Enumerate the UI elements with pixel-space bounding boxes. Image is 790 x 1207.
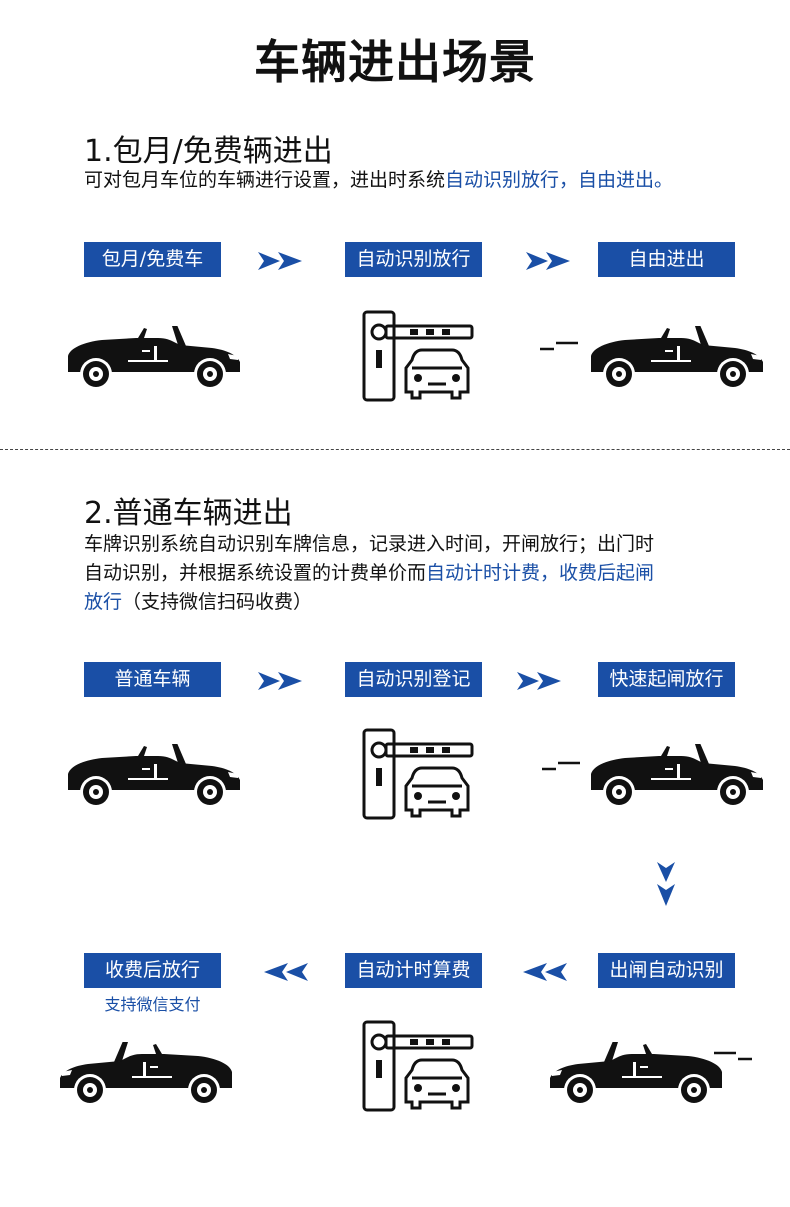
step-auto-recognize-register: 自动识别登记 xyxy=(345,662,482,697)
step-quick-gate-open: 快速起闸放行 xyxy=(598,662,735,697)
double-arrow-right-icon xyxy=(526,250,576,272)
convertible-car-icon xyxy=(62,326,242,390)
section2-desc-line3-highlight: 放行 xyxy=(84,591,123,613)
section2-desc-line2: 自动识别，并根据系统设置的计费单价而自动计时计费，收费后起闸 xyxy=(84,559,724,588)
page-title: 车辆进出场景 xyxy=(254,35,536,89)
step-release-after-payment: 收费后放行 xyxy=(84,953,221,988)
section2-title: 2.普通车辆进出 xyxy=(84,496,293,531)
section1-desc-text: 可对包月车位的车辆进行设置，进出时系统 xyxy=(84,169,446,191)
convertible-car-icon xyxy=(585,744,765,808)
section2-desc-line3-text: （支持微信扫码收费） xyxy=(122,591,313,613)
parking-barrier-gate-icon xyxy=(362,1020,474,1112)
double-arrow-down-icon xyxy=(655,862,677,908)
wechat-pay-note: 支持微信支付 xyxy=(104,995,201,1014)
step-auto-time-billing: 自动计时算费 xyxy=(345,953,482,988)
section-divider xyxy=(0,449,790,450)
convertible-car-icon xyxy=(548,1042,728,1106)
step-free-in-out: 自由进出 xyxy=(598,242,735,277)
motion-lines-icon xyxy=(540,341,578,351)
section1-desc-highlight: 自动识别放行，自由进出。 xyxy=(445,169,674,191)
section1-description: 可对包月车位的车辆进行设置，进出时系统自动识别放行，自由进出。 xyxy=(84,166,724,195)
motion-lines-icon xyxy=(714,1051,752,1061)
section2-desc-line2-highlight: 自动计时计费，收费后起闸 xyxy=(426,562,655,584)
step-regular-vehicle: 普通车辆 xyxy=(84,662,221,697)
parking-barrier-gate-icon xyxy=(362,310,474,402)
motion-lines-icon xyxy=(542,761,580,771)
section2-desc-line3: 放行（支持微信扫码收费） xyxy=(84,588,724,617)
section2-desc-line1: 车牌识别系统自动识别车牌信息，记录进入时间，开闸放行；出门时 xyxy=(84,533,655,555)
convertible-car-icon xyxy=(62,744,242,808)
convertible-car-icon xyxy=(58,1042,238,1106)
step-exit-auto-recognize: 出闸自动识别 xyxy=(598,953,735,988)
step-auto-recognize-release: 自动识别放行 xyxy=(345,242,482,277)
section2-description: 车牌识别系统自动识别车牌信息，记录进入时间，开闸放行；出门时 自动识别，并根据系… xyxy=(84,530,724,617)
double-arrow-left-icon xyxy=(258,961,308,983)
parking-barrier-gate-icon xyxy=(362,728,474,820)
double-arrow-right-icon xyxy=(258,670,308,692)
double-arrow-left-icon xyxy=(517,961,567,983)
convertible-car-icon xyxy=(585,326,765,390)
section1-title: 1.包月/免费辆进出 xyxy=(84,134,333,169)
double-arrow-right-icon xyxy=(258,250,308,272)
step-monthly-free-car: 包月/免费车 xyxy=(84,242,221,277)
double-arrow-right-icon xyxy=(517,670,567,692)
section2-desc-line2-text: 自动识别，并根据系统设置的计费单价而 xyxy=(84,562,427,584)
